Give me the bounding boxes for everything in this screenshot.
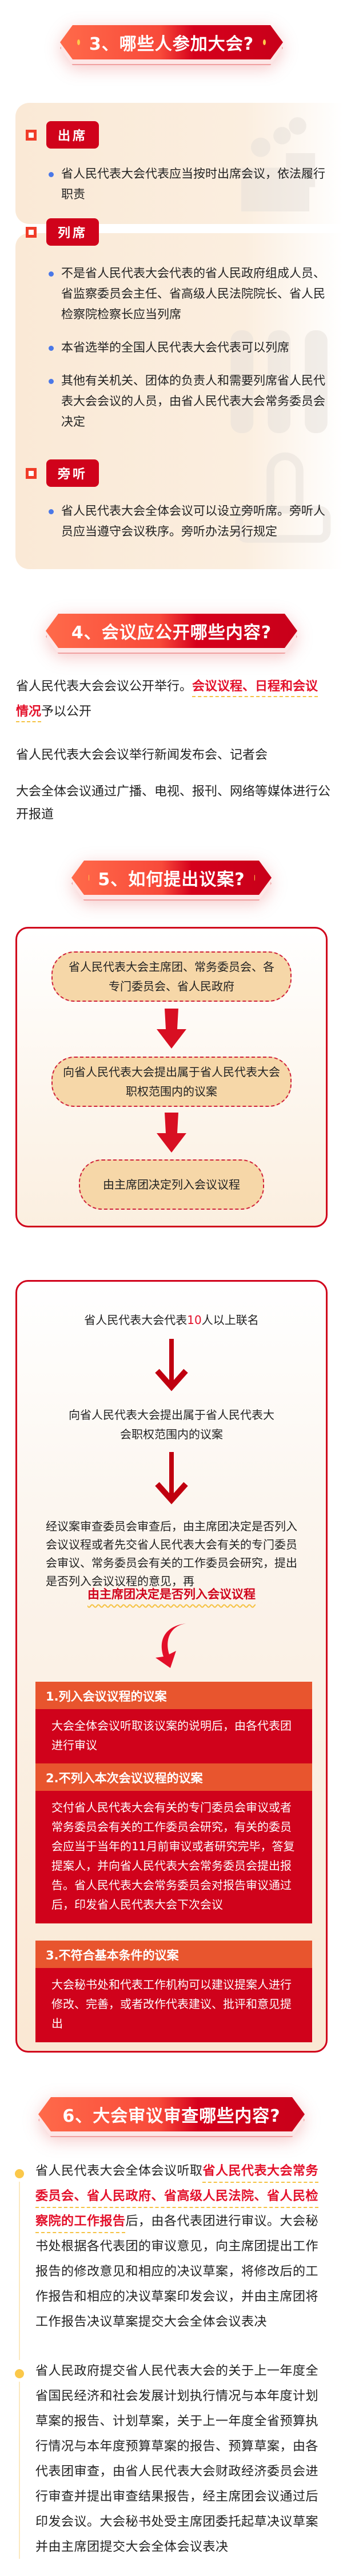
flow-step: 向省人民代表大会提出属于省人民代表大会职权范围内的议案 <box>51 1057 292 1107</box>
list-item: 不是省人民代表大会代表的省人民政府组成人员、省监察委员会主任、省高级人民法院院长… <box>49 263 333 325</box>
stamp-icon <box>235 452 331 543</box>
arrow-down-icon <box>157 1113 186 1153</box>
card-attend: 出席 省人民代表大会代表应当按时出席会议，依法履行职责 <box>15 103 343 224</box>
timeline-item: 省人民政府提交省人民代表大会的关于上一年度全省国民经济和社会发展计划执行情况与本… <box>15 2359 330 2559</box>
seats-icon <box>230 330 328 433</box>
outcome-title: 3.不符合基本条件的议案 <box>35 1941 312 1968</box>
flow-step: 由主席团决定列入会议议程 <box>79 1159 264 1210</box>
people-icon <box>241 117 316 211</box>
flow-box-organizations: 省人民代表大会主席团、常务委员会、各专门委员会、省人民政府 向省人民代表大会提出… <box>15 927 328 1227</box>
flow-box-deputies: 省人民代表大会代表10人以上联名 向省人民代表大会提出属于省人民代表大会职权范围… <box>15 1280 328 2053</box>
paragraph-public: 省人民代表大会会议公开举行。会议议程、日程和会议情况予以公开 <box>16 679 318 719</box>
square-bullet-icon <box>26 129 37 141</box>
flow-step: 经议案审查委员会审查后，由主席团决定是否列入会议议程或者先交省人民代表大会有关的… <box>46 1519 297 1588</box>
tag-audit: 旁听 <box>46 459 99 487</box>
outcome-body: 大会秘书处和代表工作机构可以建议提案人进行修改、完善，或者改作代表建议、批评和意… <box>35 1968 312 2042</box>
arrow-down-icon <box>157 1009 186 1049</box>
section-4-title: 4、会议应公开哪些内容? <box>71 623 272 643</box>
section-5-banner: 5、如何提出议案? <box>71 861 272 896</box>
section-3-banner: 3、哪些人参加大会? <box>60 25 283 61</box>
highlight-decision: 由主席团决定是否列入会议议程 <box>87 1587 256 1601</box>
section-6-title: 6、大会审议审查哪些内容? <box>62 2106 281 2126</box>
outcome-body: 交付省人民代表大会有关的专门委员会审议或者常务委员会有关的工作委员会研究，有关的… <box>35 1791 312 1923</box>
curved-arrow-icon <box>155 1623 186 1668</box>
flow-step: 向省人民代表大会提出属于省人民代表大会职权范围内的议案 <box>69 1408 274 1441</box>
outcome-2: 2.不列入本次会议议程的议案 交付省人民代表大会有关的专门委员会审议或者常务委员… <box>35 1763 312 1923</box>
card-audit: 旁听 省人民代表大会全体会议可以设立旁听席。旁听人员应当遵守会议秩序。旁听办法另… <box>15 451 343 569</box>
tag-observe: 列席 <box>46 218 99 246</box>
outcome-body: 大会全体会议听取该议案的说明后，由各代表团进行审议 <box>35 1709 312 1764</box>
paragraph-media: 大会全体会议通过广播、电视、报刊、网络等媒体进行公开报道 <box>16 785 331 822</box>
flow-step: 省人民代表大会主席团、常务委员会、各专门委员会、省人民政府 <box>51 951 292 1002</box>
outcome-title: 2.不列入本次会议议程的议案 <box>35 1763 312 1791</box>
card-observe: 列席 不是省人民代表大会代表的省人民政府组成人员、省监察委员会主任、省高级人民法… <box>15 218 343 477</box>
timeline-dot-icon <box>15 2169 24 2178</box>
list-item: 本省选举的全国人民代表大会代表可以列席 <box>49 337 333 358</box>
highlight-text: 会议议程、日程和会议情况 <box>16 679 318 719</box>
section-3-title: 3、哪些人参加大会? <box>89 34 254 54</box>
section-6-banner: 6、大会审议审查哪些内容? <box>38 2097 305 2133</box>
arrow-down-icon <box>155 1339 188 1391</box>
list-item: 其他有关机关、团体的负责人和需要列席省人民代表大会会议的人员，由省人民代表大会常… <box>49 370 333 432</box>
paragraph-press: 省人民代表大会会议举行新闻发布会、记者会 <box>16 748 268 762</box>
outcome-1: 1.列入会议议程的议案 大会全体会议听取该议案的说明后，由各代表团进行审议 <box>35 1682 312 1764</box>
outcome-3: 3.不符合基本条件的议案 大会秘书处和代表工作机构可以建议提案人进行修改、完善，… <box>35 1941 312 2042</box>
timeline-dot-icon <box>15 2369 24 2378</box>
square-bullet-icon <box>26 467 37 479</box>
list-item: 省人民代表大会全体会议可以设立旁听席。旁听人员应当遵守会议秩序。旁听办法另行规定 <box>49 501 333 542</box>
highlight-text: 省人民代表大会常务委员会、省人民政府、省高级人民法院、省人民检察院的工作报告 <box>35 2164 319 2229</box>
flow-step: 省人民代表大会代表10人以上联名 <box>84 1313 259 1327</box>
tag-attend: 出席 <box>46 121 99 149</box>
square-bullet-icon <box>26 226 37 238</box>
arrow-down-icon <box>155 1452 188 1505</box>
list-item: 省人民代表大会代表应当按时出席会议，依法履行职责 <box>49 163 333 205</box>
section-5-title: 5、如何提出议案? <box>98 870 245 890</box>
timeline-item: 省人民代表大会全体会议听取省人民代表大会常务委员会、省人民政府、省高级人民法院、… <box>15 2159 330 2360</box>
section-4-banner: 4、会议应公开哪些内容? <box>46 614 297 649</box>
outcome-title: 1.列入会议议程的议案 <box>35 1682 312 1709</box>
